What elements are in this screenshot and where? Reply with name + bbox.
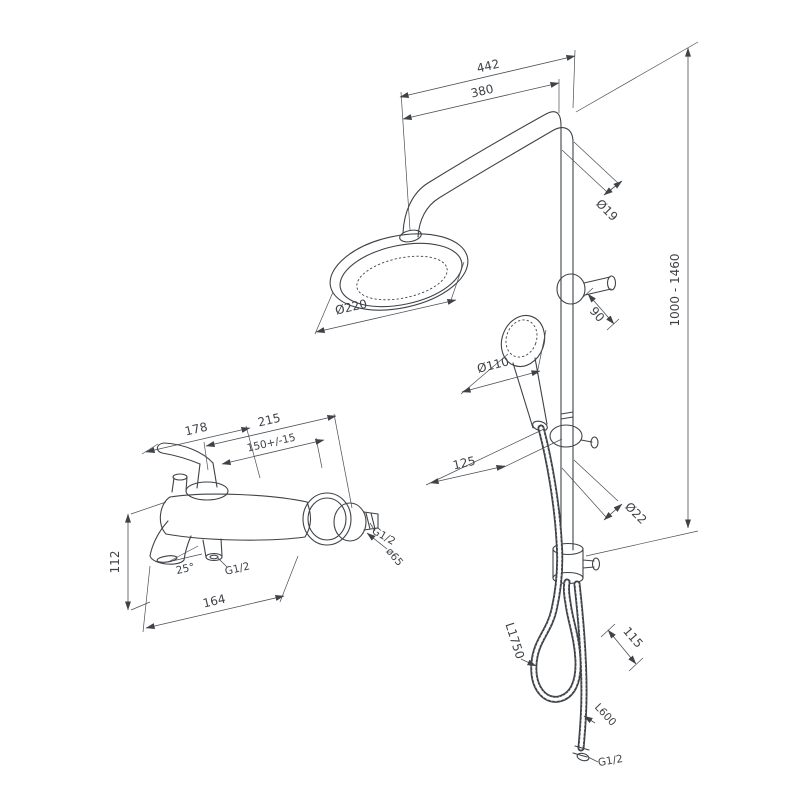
dim-wall-centers: 150+/-15 [221,432,325,469]
dim-connection-hose-length-label: L600 [592,701,618,728]
dim-height-range-label: 1000 - 1460 [668,253,682,326]
wall-bracket [556,273,617,305]
dim-height: 112 [108,501,167,611]
dim-height-label: 112 [108,551,122,574]
dim-connection-thread: G1/2 [587,753,624,769]
dim-height-range: 1000 - 1460 [575,41,699,557]
dim-hand-shower-diameter-label: Ø110 [476,354,511,375]
dim-wall-connection-thread: G1/2 [370,522,398,548]
dim-bracket-depth: 90 [580,287,620,331]
dim-body-width-label: 178 [183,420,208,439]
dim-pipe-diameter: Ø19 [561,141,623,224]
riser-pipe [402,111,574,551]
dim-overall-depth-label: 215 [256,411,281,430]
dim-lower-offset: 115 [600,623,646,672]
dim-spout-reach-label: 164 [201,592,226,611]
dim-spout-reach: 164 [142,555,299,633]
shower-outlet [202,538,223,562]
diverter-fitting [552,542,601,585]
connection-hose [572,580,590,762]
dim-connection-thread-label: G1/2 [597,753,624,769]
dim-hand-shower-offset: 125 [425,428,563,486]
dim-lower-offset-label: 115 [620,624,646,650]
dim-shower-outlet-thread-label: G1/2 [224,560,251,577]
column-dimensions: 442 380 Ø19 1000 - 1460 90 [314,41,699,769]
dim-lower-pipe-diameter: Ø22 [561,459,650,527]
shower-column-group [329,111,617,762]
dim-hand-shower-offset-label: 125 [451,454,476,473]
dim-lower-pipe-diameter-label: Ø22 [622,499,649,526]
dim-spout-angle-label: 25° [175,561,196,577]
dim-connection-hose-length: L600 [583,701,618,729]
dim-pipe-diameter-label: Ø19 [593,196,620,223]
dim-top-width-label: 442 [475,57,500,76]
hand-shower-holder [549,424,599,449]
dim-arm-width-label: 380 [469,82,494,101]
bath-mixer-group [149,442,379,565]
wall-escutcheon [302,492,379,546]
dim-body-width: 178 [141,420,261,479]
dim-bracket-depth-label: 90 [587,304,608,325]
dim-spout-angle: 25° [167,545,203,577]
dim-shower-hose-length-label: L1750 [502,621,527,661]
dim-top-width: 442 [399,49,576,231]
dim-shower-outlet-thread: G1/2 [216,556,251,578]
dim-overall-depth: 215 [203,411,353,509]
hand-shower [500,314,548,432]
dim-wall-connection-thread-label: G1/2 [370,525,398,548]
mixer-body [159,493,312,541]
mixer-dimensions: 178 215 150+/-15 112 164 [108,411,405,633]
mixer-handle [156,442,229,501]
shower-hose [530,424,582,703]
dim-arm-width: 380 [402,79,560,120]
